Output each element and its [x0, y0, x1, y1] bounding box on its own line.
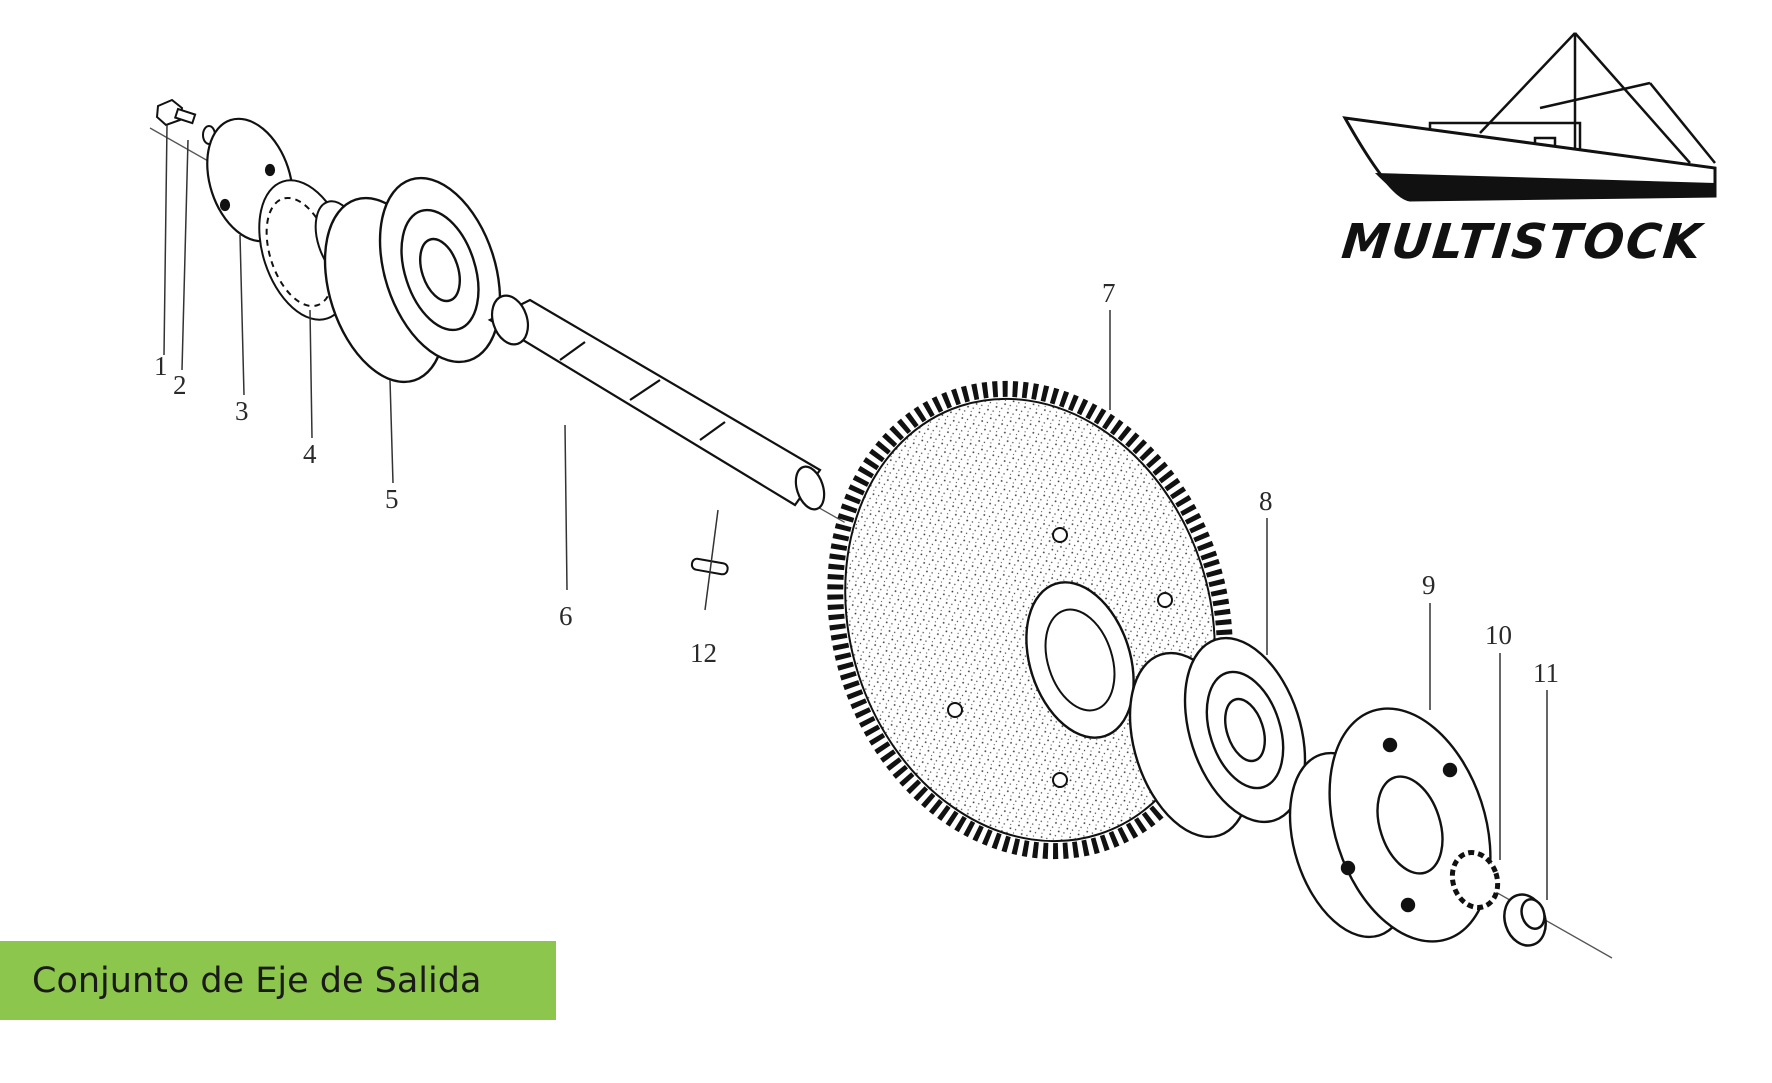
part-6-output-shaft — [487, 294, 826, 511]
callout-3: 3 — [235, 396, 249, 426]
callout-10: 10 — [1485, 620, 1512, 650]
callout-7: 7 — [1102, 278, 1116, 308]
callout-11: 11 — [1533, 658, 1559, 688]
callout-5: 5 — [385, 484, 399, 514]
callout-9: 9 — [1422, 570, 1436, 600]
callout-12: 12 — [690, 638, 717, 668]
callout-4: 4 — [303, 439, 317, 469]
part-10-lock-washer — [1449, 850, 1501, 910]
fishing-boat-icon — [1342, 32, 1717, 202]
callout-8: 8 — [1259, 486, 1273, 516]
leader-lines — [163, 124, 1548, 900]
part-1-bolt — [155, 98, 197, 127]
brand-name: MULTISTOCK — [1339, 214, 1706, 270]
part-5-bearing — [323, 176, 502, 384]
part-9-flange — [1288, 707, 1492, 943]
part-7-large-gear — [827, 380, 1233, 860]
callout-2: 2 — [173, 370, 187, 400]
part-8-bearing — [1128, 636, 1307, 839]
part-11-nut — [1503, 893, 1547, 947]
caption-text: Conjunto de Eje de Salida — [32, 960, 482, 1001]
callout-1: 1 — [154, 351, 168, 381]
caption-banner: Conjunto de Eje de Salida — [0, 941, 556, 1020]
callout-6: 6 — [559, 601, 573, 631]
